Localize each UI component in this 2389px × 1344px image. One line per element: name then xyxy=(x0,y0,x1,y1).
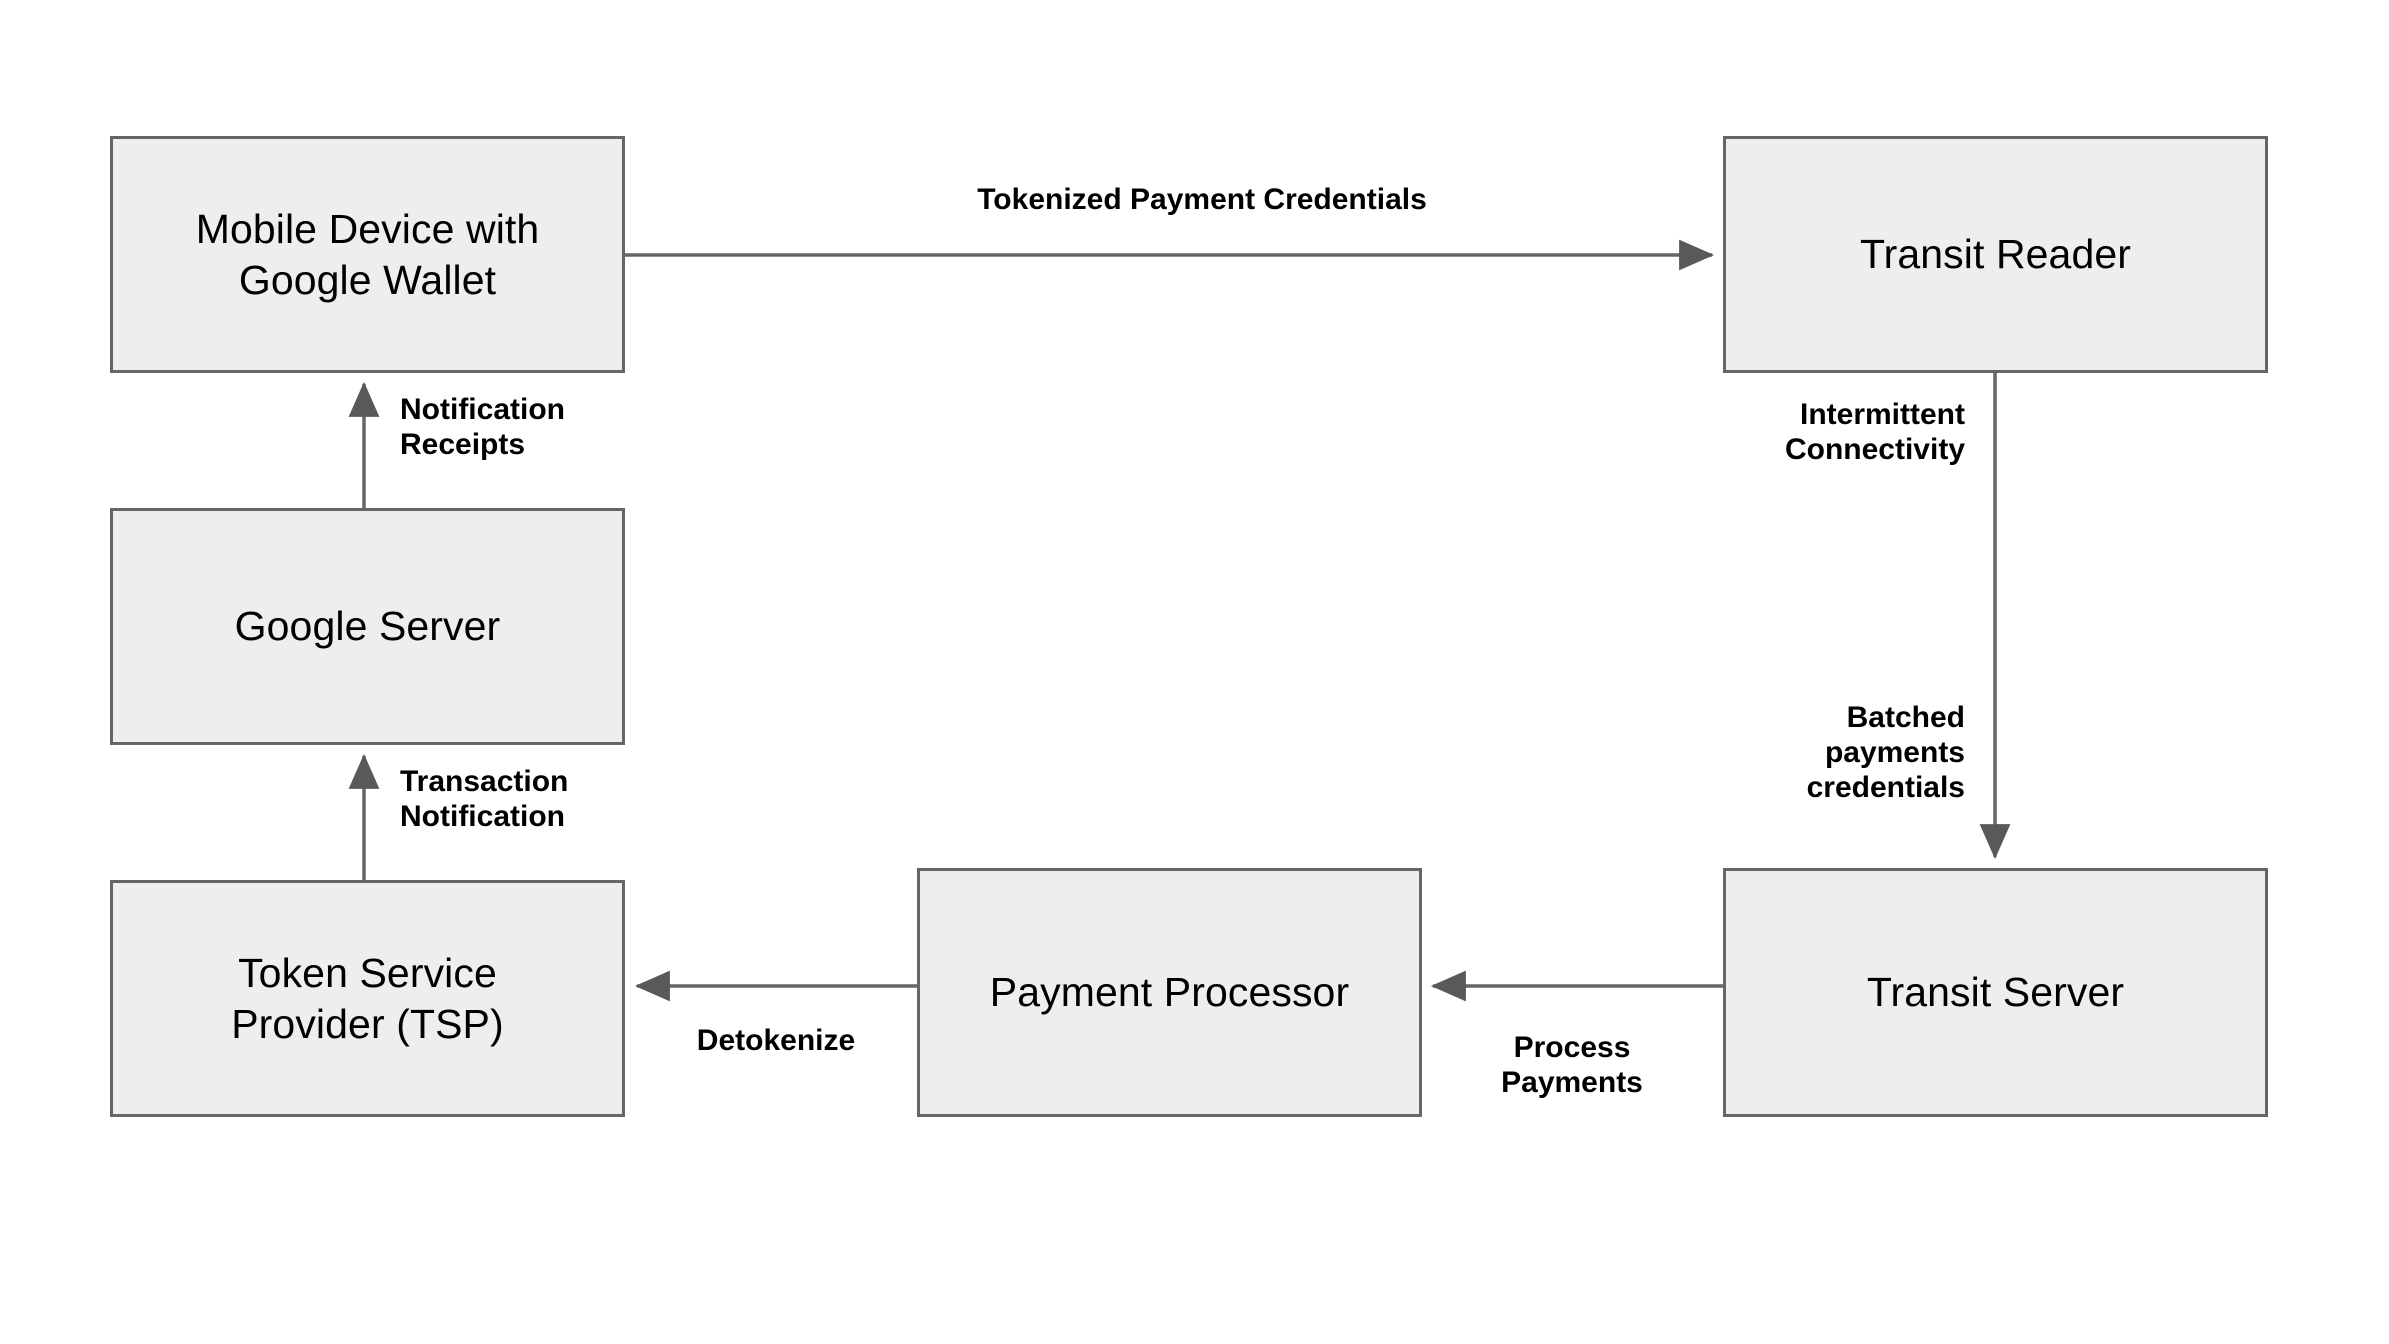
node-transit-server[interactable]: Transit Server xyxy=(1723,868,2268,1117)
node-payment-processor[interactable]: Payment Processor xyxy=(917,868,1422,1117)
edge-label-transaction-notification: Transaction Notification xyxy=(400,765,569,834)
node-mobile-device-label: Mobile Device with Google Wallet xyxy=(195,206,540,303)
edge-label-batched-payments-credentials: Batched payments credentials xyxy=(1806,701,1965,805)
node-google-server[interactable]: Google Server xyxy=(110,508,625,745)
node-payment-processor-label: Payment Processor xyxy=(989,969,1350,1016)
node-transit-reader[interactable]: Transit Reader xyxy=(1723,136,2268,373)
edge-label-process-payments: Process Payments xyxy=(1501,1031,1643,1100)
node-google-server-label: Google Server xyxy=(234,603,501,650)
edge-label-notification-receipts: Notification Receipts xyxy=(400,393,565,462)
node-mobile-device[interactable]: Mobile Device with Google Wallet xyxy=(110,136,625,373)
node-transit-reader-label: Transit Reader xyxy=(1859,231,2132,278)
node-token-service-provider-label: Token Service Provider (TSP) xyxy=(231,950,504,1047)
edge-label-detokenize: Detokenize xyxy=(696,1024,856,1057)
edge-label-intermittent-connectivity: Intermittent Connectivity xyxy=(1784,398,1965,467)
node-transit-server-label: Transit Server xyxy=(1866,969,2125,1016)
node-token-service-provider[interactable]: Token Service Provider (TSP) xyxy=(110,880,625,1117)
edge-label-tokenized-payment-credentials: Tokenized Payment Credentials xyxy=(977,183,1427,216)
